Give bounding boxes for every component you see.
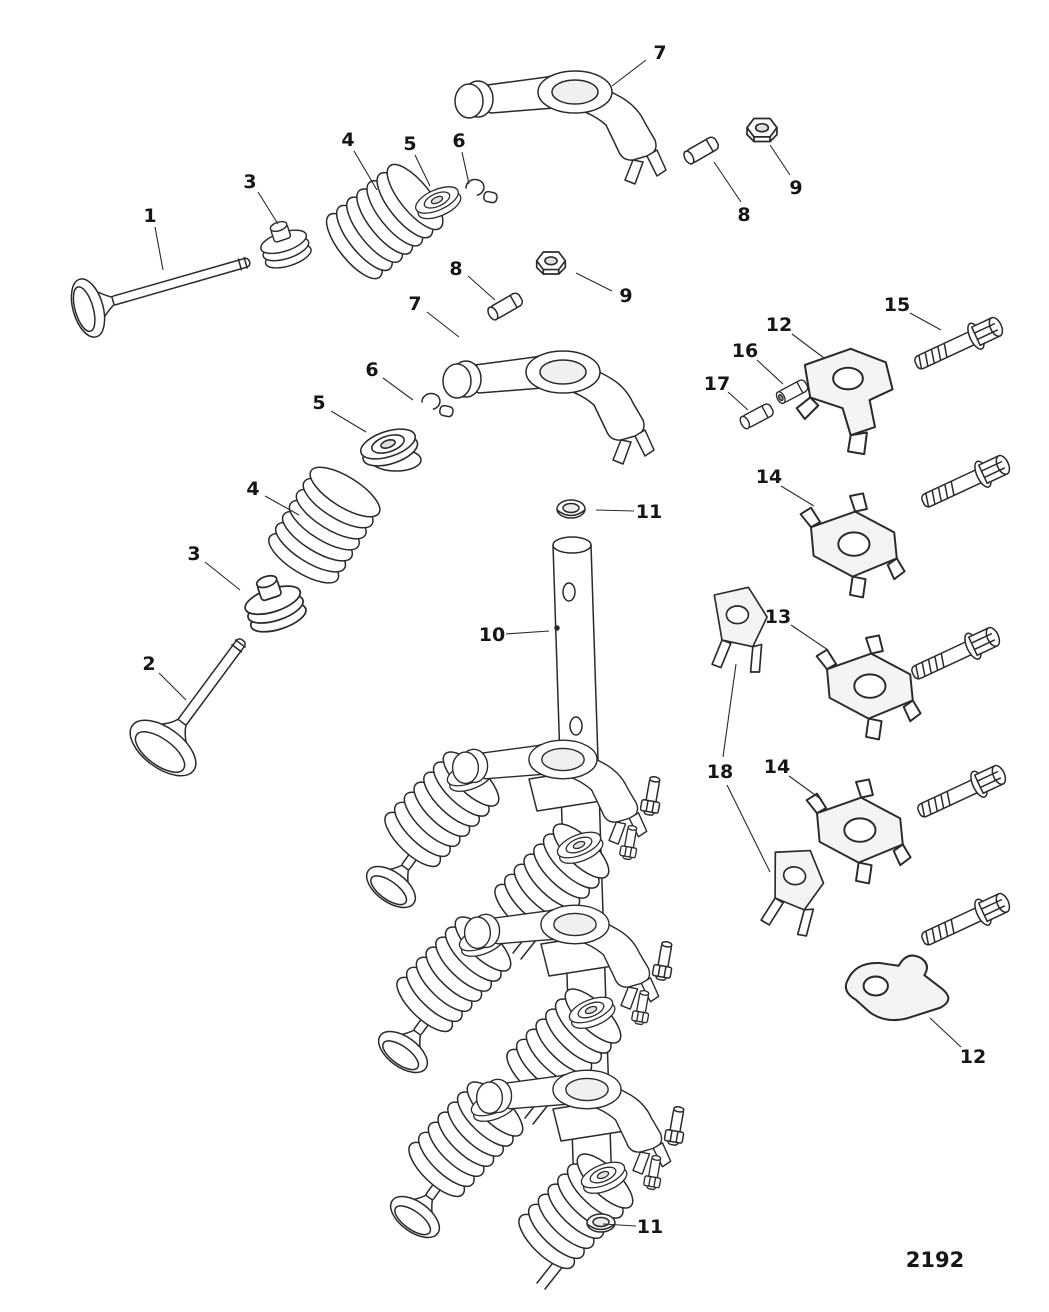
callout-12-lower: 12 [960,1046,986,1068]
lock-clip-18-lower [758,843,830,939]
bolt-15-3 [906,621,1005,688]
valve-spring-4-upper [316,155,453,288]
spring-clip-13 [815,634,922,741]
callout-7-top: 7 [653,42,666,64]
valve-1 [64,232,259,342]
shaft-cap-11-bottom [586,1213,616,1233]
valve-2 [119,616,275,788]
retainer-clip-12-lower [844,954,950,1022]
callout-9-upper: 9 [789,177,802,199]
figure-number: 2192 [906,1248,964,1272]
valve-seal-3-lower [236,566,311,639]
callout-15: 15 [884,294,910,316]
callout-14-lower: 14 [764,756,790,778]
callout-5-upper: 5 [403,133,416,155]
nut-9-upper [746,117,778,143]
spring-clip-14-lower [805,778,912,885]
callout-6-upper: 6 [452,130,465,152]
valve-spring-4-lower [261,457,388,593]
callout-3-lower: 3 [187,543,200,565]
valve-keepers-6-upper [464,175,501,209]
callout-16: 16 [732,340,758,362]
retainer-clip-12-upper [795,347,894,456]
pivot-pin-8-mid [485,290,525,323]
callout-2: 2 [142,653,155,675]
callout-4-lower: 4 [246,478,259,500]
bolt-15-2 [916,449,1015,516]
callout-18: 18 [707,761,733,783]
callout-4-upper: 4 [341,129,354,151]
nut-9-mid [535,251,567,275]
callout-6-mid: 6 [365,359,378,381]
callout-8-upper: 8 [737,204,750,226]
callout-1: 1 [143,205,156,227]
callout-leaders [154,59,962,1227]
bolt-15-5 [916,887,1015,954]
shaft-cap-11-top [556,499,586,519]
pivot-pin-8-upper [681,134,721,167]
callout-11-top: 11 [636,501,662,523]
callout-14-upper: 14 [756,466,782,488]
callout-13: 13 [765,606,791,628]
callout-11-bottom: 11 [637,1216,663,1238]
rocker-assembly-cluster-3 [384,1070,689,1289]
callout-9-mid: 9 [619,285,632,307]
spring-clip-14-upper [799,492,906,599]
lock-clip-18-upper [711,586,768,673]
valve-seal-3-upper [253,214,315,274]
rocker-arm-7-mid [442,350,655,465]
callout-10: 10 [479,624,505,646]
callout-3-upper: 3 [243,171,256,193]
callout-7-mid: 7 [408,293,421,315]
spacer-16 [775,378,810,404]
callout-5-mid: 5 [312,392,325,414]
bolt-15-4 [912,759,1011,826]
callout-17: 17 [704,373,730,395]
callout-8-mid: 8 [449,258,462,280]
callout-12-upper: 12 [766,314,792,336]
rocker-arm-7-top [454,70,667,185]
